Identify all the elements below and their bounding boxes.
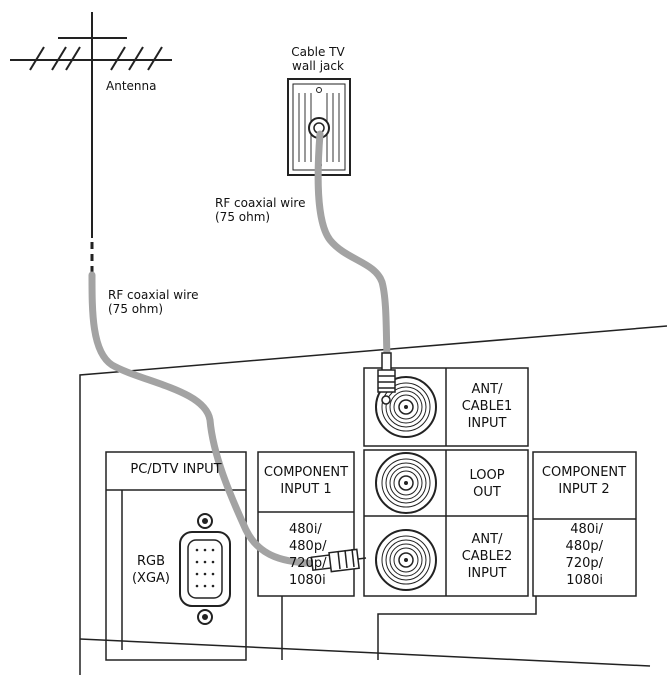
rf-wire-antenna-label: RF coaxial wire (75 ohm) (108, 288, 199, 316)
title-line: CABLE1 (461, 399, 513, 414)
title-line: INPUT 2 (558, 482, 610, 497)
title-line: OUT (473, 485, 501, 500)
rgb-xga-label: RGB (XGA) (132, 553, 170, 587)
rf-coaxial-wire-cable (314, 130, 391, 359)
component-input-2-box (377, 451, 637, 660)
f-connector-plug-icon (377, 352, 396, 405)
title-line: ANT/ (471, 532, 503, 547)
title-line: INPUT (467, 566, 507, 581)
rf-coaxial-wire-antenna (88, 271, 356, 567)
format-line: 480p/ (289, 539, 327, 554)
rf-connector-icon (375, 376, 437, 438)
antenna-label: Antenna (106, 79, 157, 93)
format-line: 1080i (566, 573, 603, 588)
rf-wire-label-line: (75 ohm) (215, 210, 271, 224)
format-line: 720p/ (289, 556, 327, 571)
title-line: LOOP (469, 468, 505, 483)
rf-wire-cable-label: RF coaxial wire (75 ohm) (215, 196, 306, 224)
cable-jack-label: Cable TV wall jack (291, 45, 344, 73)
f-connector-plug-icon (310, 548, 367, 573)
title-line: COMPONENT (263, 465, 349, 480)
component-input-1-title: COMPONENT INPUT 1 (264, 464, 348, 498)
ant-cable2-input-title: ANT/ CABLE2 INPUT (462, 531, 513, 582)
pc-dtv-input-box (105, 451, 247, 661)
cable-jack-label-line: Cable TV (291, 45, 345, 59)
title-line: COMPONENT (541, 465, 627, 480)
vga-port-icon (179, 513, 231, 625)
format-line: 720p/ (565, 556, 603, 571)
pc-dtv-input-title: PC/DTV INPUT (130, 462, 222, 477)
component-input-1-box (257, 451, 355, 660)
antenna-icon (10, 12, 172, 238)
format-line: 480i/ (570, 522, 603, 537)
loop-out-box (363, 449, 529, 597)
rgb-label-line: RGB (136, 554, 166, 569)
rf-wire-label-line: RF coaxial wire (215, 196, 306, 210)
component-input-1-formats: 480i/ 480p/ 720p/ 1080i (289, 521, 326, 589)
rf-connector-icon (375, 529, 437, 591)
loop-out-title: LOOP OUT (469, 467, 504, 501)
rf-connector-icon (375, 452, 437, 514)
title-line: INPUT 1 (280, 482, 332, 497)
title-line: CABLE2 (461, 549, 513, 564)
tv-back-panel (79, 325, 667, 675)
format-line: 480p/ (565, 539, 603, 554)
cable-jack-label-line: wall jack (292, 59, 344, 73)
format-line: 480i/ (289, 522, 322, 537)
format-line: 1080i (289, 573, 326, 588)
rf-wire-label-line: RF coaxial wire (108, 288, 199, 302)
title-line: INPUT (467, 416, 507, 431)
ant-cable1-input-title: ANT/ CABLE1 INPUT (462, 381, 513, 432)
rf-wire-label-line: (75 ohm) (108, 302, 164, 316)
component-input-2-title: COMPONENT INPUT 2 (542, 464, 626, 498)
title-line: ANT/ (471, 382, 503, 397)
rgb-label-line: (XGA) (131, 571, 171, 586)
ant-cable1-box (363, 367, 529, 447)
component-input-2-formats: 480i/ 480p/ 720p/ 1080i (566, 521, 603, 589)
